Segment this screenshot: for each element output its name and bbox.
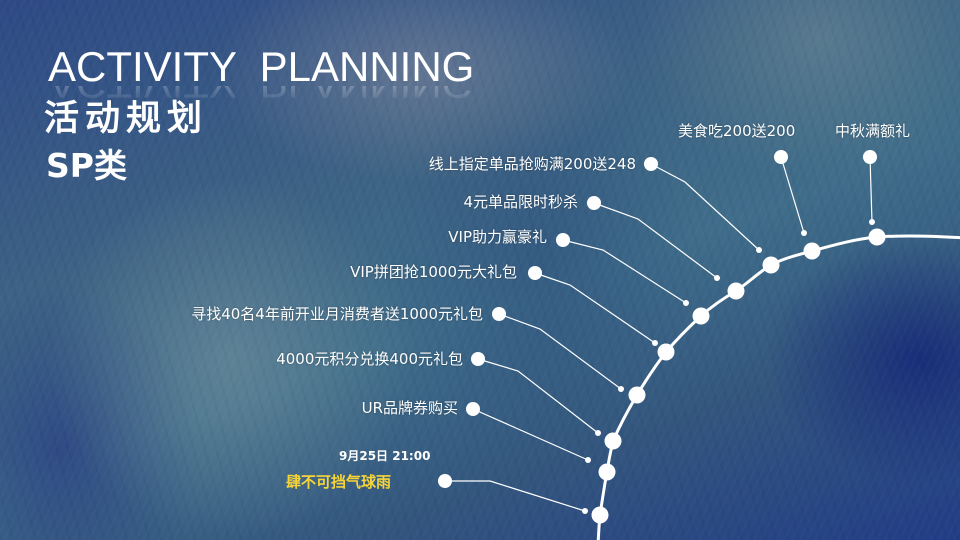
event-label-balloon-rain: 肆不可挡气球雨 (286, 473, 392, 491)
event-label-points-exchange: 4000元积分兑换400元礼包 (276, 350, 463, 368)
event-date: 9月25日 21:00 (339, 449, 431, 463)
event-label-4yuan-seckill: 4元单品限时秒杀 (463, 193, 578, 211)
event-label-online-flash: 线上指定单品抢购满200送248 (428, 155, 636, 173)
event-label-mid-autumn: 中秋满额礼 (835, 122, 911, 140)
title-chinese: 活动规划 (44, 99, 209, 139)
timeline-nodes (591, 228, 886, 524)
event-label-find-40: 寻找40名4年前开业月消费者送1000元礼包 (191, 305, 483, 323)
event-label-ur-coupon: UR品牌券购买 (361, 399, 458, 417)
event-label-vip-group: VIP拼团抢1000元大礼包 (350, 263, 517, 281)
title-english: ACTIVITY PLANNING (48, 43, 475, 90)
subtitle-category: SP类 (46, 146, 127, 185)
event-label-food: 美食吃200送200 (678, 122, 796, 140)
event-label-vip-boost: VIP助力赢豪礼 (448, 228, 547, 246)
leader-end-dots (582, 219, 875, 514)
label-dots (438, 150, 877, 488)
leader-lines (445, 156, 873, 512)
